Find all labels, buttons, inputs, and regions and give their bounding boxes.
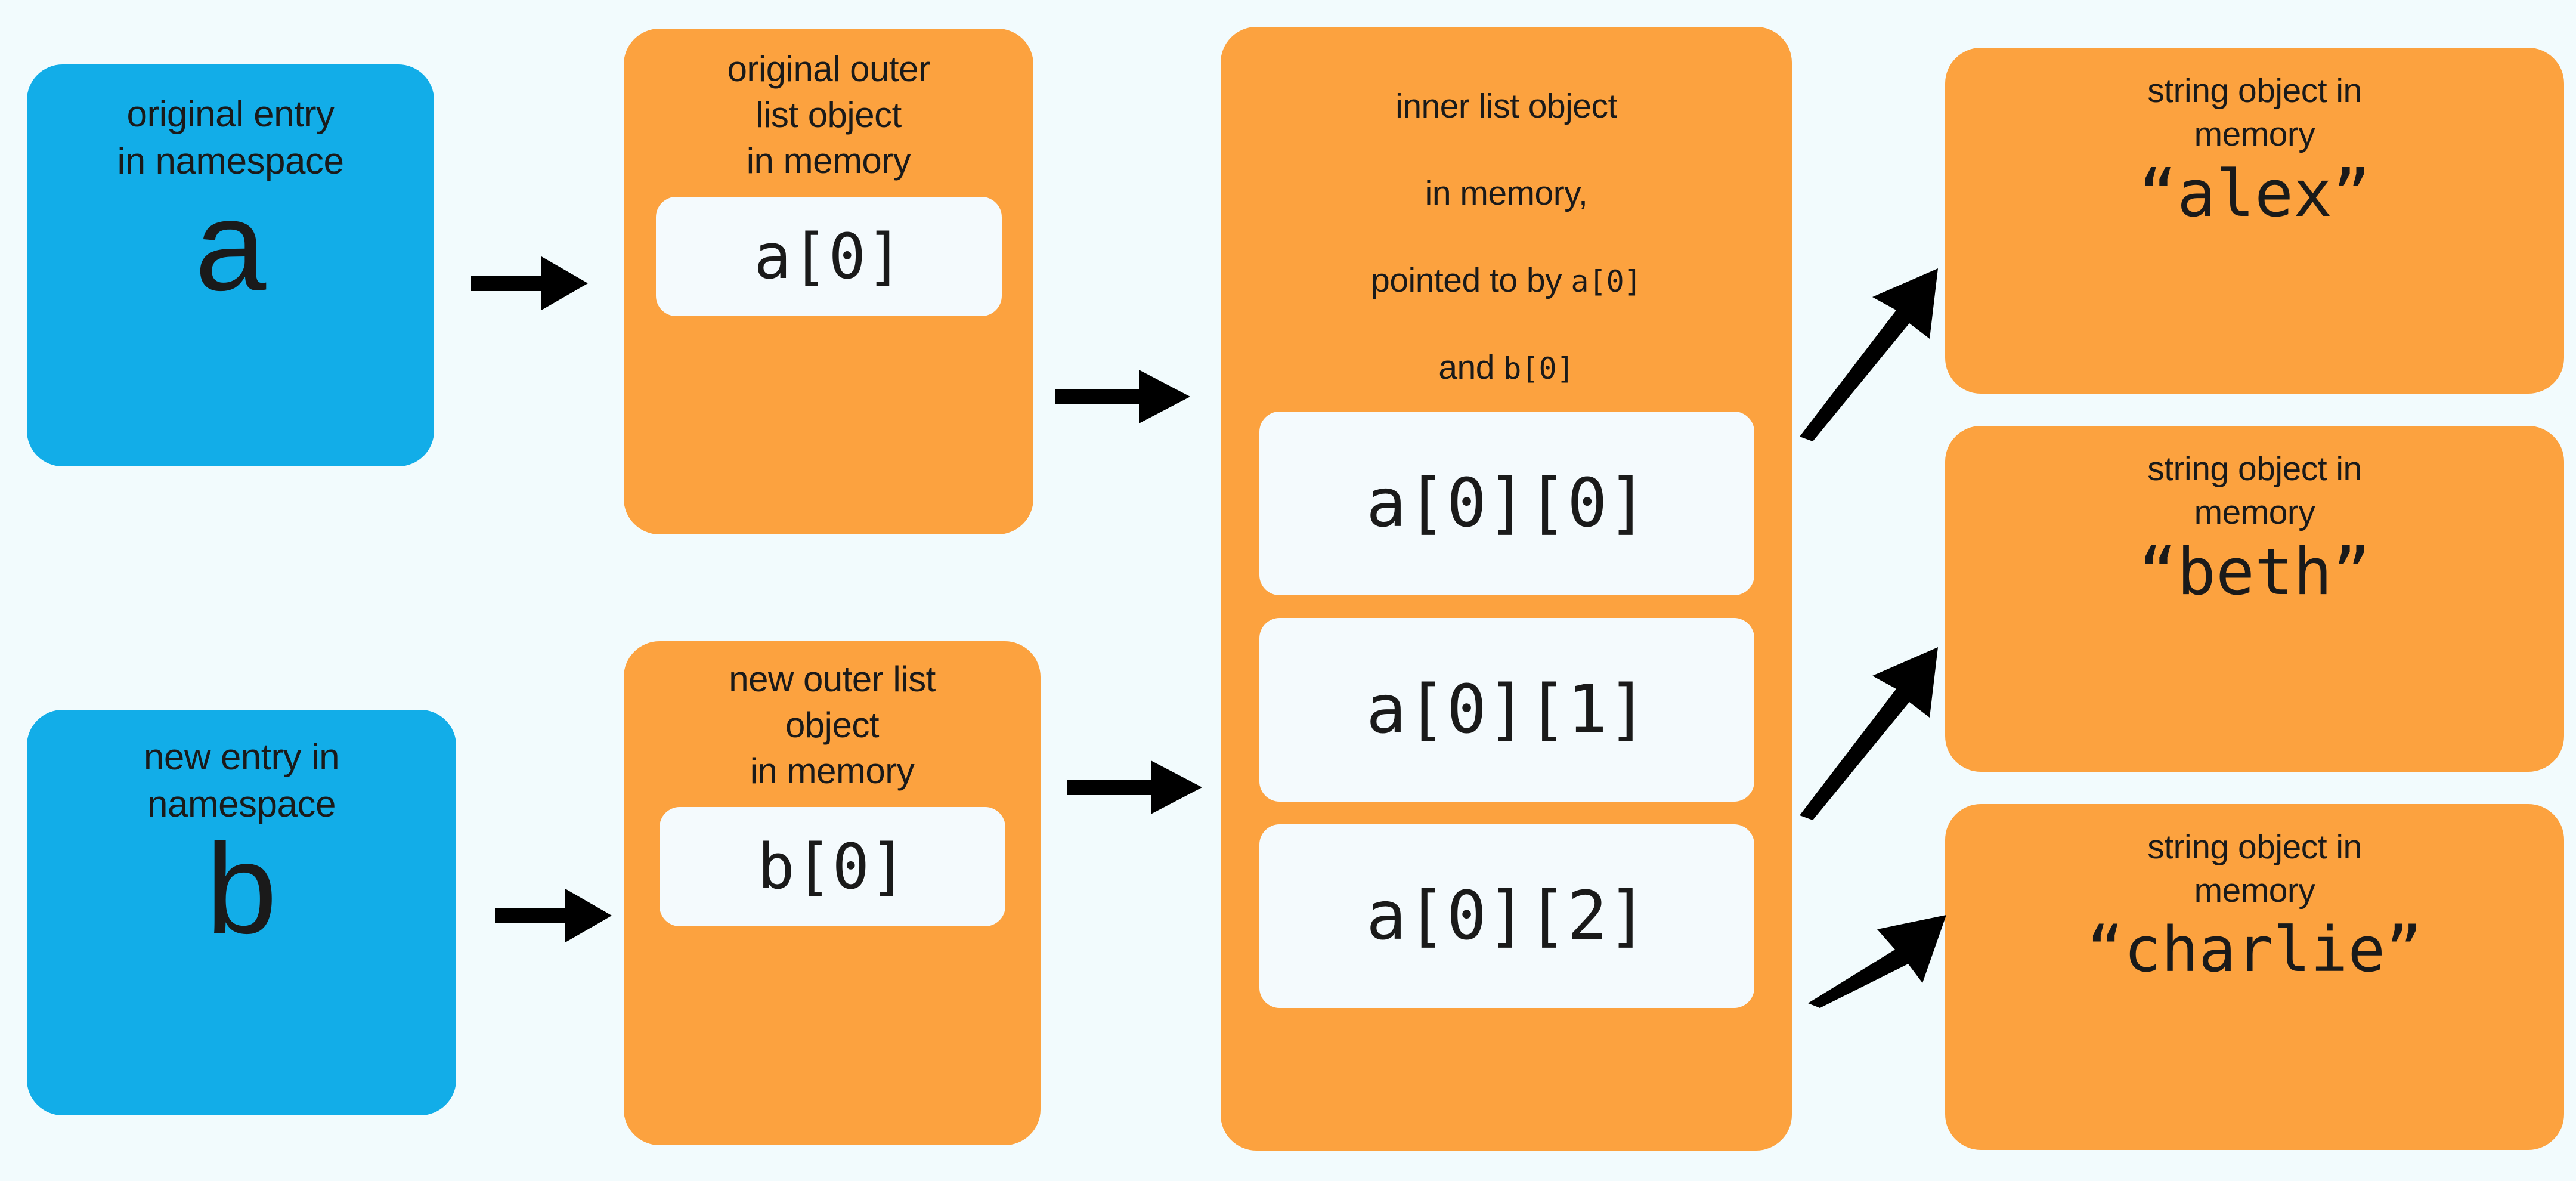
new-outer-list-slot-label: b[0] <box>757 830 907 904</box>
inner-list-slot-1-label: a[0][1] <box>1366 671 1648 749</box>
namespace-entry-b-caption: new entry in namespace <box>143 737 340 826</box>
inner-list-slot-2-label: a[0][2] <box>1366 877 1648 955</box>
inner-list-caption-line-1: inner list object <box>1395 86 1617 125</box>
original-outer-list-box: original outer list object in memory a[0… <box>624 29 1033 534</box>
string-object-beth-caption: string object in memory <box>2147 450 2362 531</box>
arrow-right-icon-new-outer-to-inner-list <box>1067 760 1202 814</box>
inner-list-caption-line-4: and b[0] <box>1371 346 1642 389</box>
namespace-entry-a-caption: original entry in namespace <box>117 94 344 183</box>
string-object-charlie-value: “charlie” <box>2086 913 2423 986</box>
original-outer-list-slot: a[0] <box>655 197 1002 317</box>
original-outer-list-slot-label: a[0] <box>754 220 903 293</box>
namespace-entry-b-variable: b <box>206 816 277 960</box>
inner-list-slot-1: a[0][1] <box>1259 618 1754 802</box>
namespace-entry-a-box: original entry in namespace a <box>27 64 434 466</box>
new-outer-list-caption: new outer list object in memory <box>729 659 936 791</box>
string-object-charlie-caption: string object in memory <box>2147 828 2362 910</box>
arrow-upright-icon-slot2-to-charlie <box>1808 915 1946 1008</box>
inner-list-caption-line-3-code: a[0] <box>1571 264 1642 299</box>
original-outer-list-caption: original outer list object in memory <box>727 49 930 181</box>
inner-list-caption: inner list object in memory, pointed to … <box>1371 41 1642 433</box>
arrow-right-icon-b-to-new-outer-list <box>495 889 612 942</box>
namespace-entry-b-box: new entry in namespace b <box>27 710 456 1115</box>
string-object-beth-box: string object in memory “beth” <box>1945 426 2564 772</box>
inner-list-slot-0: a[0][0] <box>1259 412 1754 595</box>
arrow-right-icon-a-to-original-outer-list <box>471 256 588 310</box>
inner-list-caption-line-2: in memory, <box>1425 174 1588 212</box>
inner-list-caption-line-3: pointed to by a[0] <box>1371 259 1642 302</box>
inner-list-caption-line-4-code: b[0] <box>1503 351 1574 386</box>
new-outer-list-box: new outer list object in memory b[0] <box>624 641 1041 1145</box>
arrow-upright-icon-slot0-to-alex <box>1800 268 1938 441</box>
inner-list-slot-group: a[0][0] a[0][1] a[0][2] <box>1259 412 1754 1008</box>
string-object-alex-box: string object in memory “alex” <box>1945 48 2564 394</box>
string-object-beth-value: “beth” <box>2138 534 2371 610</box>
inner-list-caption-line-4-text: and <box>1438 348 1504 387</box>
inner-list-slot-0-label: a[0][0] <box>1366 465 1648 542</box>
namespace-entry-a-variable: a <box>194 173 267 317</box>
inner-list-caption-line-3-text: pointed to by <box>1371 261 1571 299</box>
arrow-right-icon-original-outer-to-inner-list <box>1055 370 1190 423</box>
inner-list-slot-2: a[0][2] <box>1259 824 1754 1008</box>
string-object-alex-caption: string object in memory <box>2147 72 2362 153</box>
string-object-alex-value: “alex” <box>2138 156 2371 231</box>
arrow-upright-icon-slot1-to-beth <box>1800 647 1938 820</box>
string-object-charlie-box: string object in memory “charlie” <box>1945 804 2564 1150</box>
new-outer-list-slot: b[0] <box>659 807 1005 927</box>
